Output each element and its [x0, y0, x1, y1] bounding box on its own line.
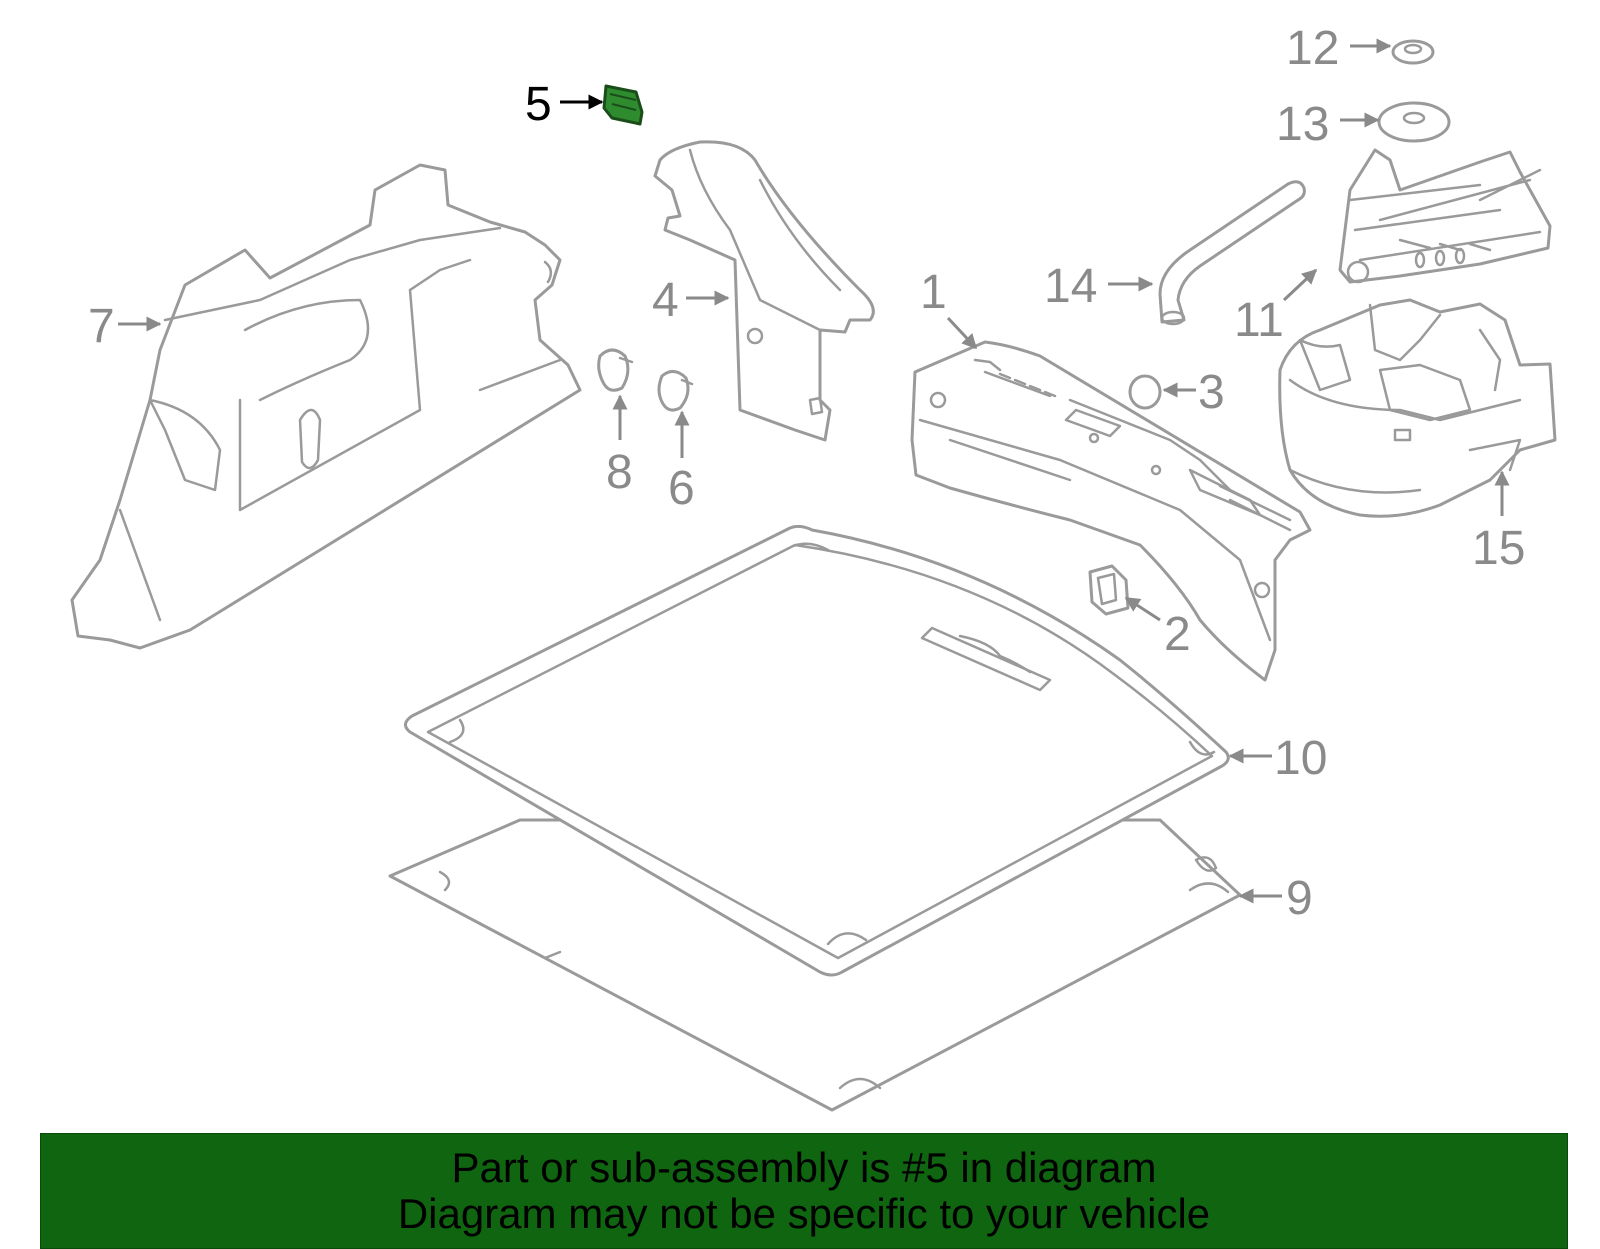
arrow-2 — [1124, 596, 1161, 622]
callout-1: 1 — [920, 266, 947, 319]
part-2-clip[interactable] — [1088, 564, 1130, 616]
part-15-tool-tray[interactable] — [1278, 298, 1557, 518]
callout-8: 8 — [606, 446, 633, 499]
banner-line-2: Diagram may not be specific to your vehi… — [397, 1190, 1211, 1237]
part-3-grommet[interactable] — [1128, 374, 1162, 410]
callout-15: 15 — [1472, 522, 1525, 575]
callout-14: 14 — [1044, 260, 1097, 313]
callout-9: 9 — [1286, 872, 1313, 925]
callout-2: 2 — [1164, 608, 1191, 661]
callout-12: 12 — [1286, 22, 1339, 75]
part-12-washer[interactable] — [1391, 39, 1435, 65]
part-6-clip[interactable] — [657, 370, 694, 412]
part-7-quarter-trim-panel[interactable] — [70, 163, 582, 650]
part-14-jack-handle[interactable] — [1158, 180, 1306, 326]
callout-arrows — [118, 38, 1510, 904]
callout-3: 3 — [1198, 366, 1225, 419]
part-4-side-trim[interactable] — [653, 140, 875, 442]
callout-6: 6 — [668, 462, 695, 515]
arrow-1 — [946, 316, 978, 350]
info-banner: Part or sub-assembly is #5 in diagram Di… — [40, 1133, 1568, 1249]
callout-4: 4 — [652, 274, 679, 327]
callout-13: 13 — [1276, 98, 1329, 151]
banner-line-1: Part or sub-assembly is #5 in diagram — [451, 1144, 1157, 1191]
callout-11: 11 — [1234, 294, 1284, 347]
part-10-floor-cover[interactable] — [404, 524, 1230, 977]
callout-5: 5 — [525, 78, 552, 131]
callout-10: 10 — [1274, 732, 1327, 785]
part-13-pad[interactable] — [1377, 101, 1451, 143]
part-11-jack[interactable] — [1338, 148, 1552, 284]
part-8-clip[interactable] — [597, 348, 634, 392]
part-5-clip-highlighted[interactable] — [602, 84, 644, 126]
callout-7: 7 — [88, 300, 115, 353]
arrow-11 — [1282, 268, 1318, 302]
callout-labels: 1 2 3 4 5 6 7 8 9 10 11 12 13 14 15 — [88, 22, 1525, 925]
part-1-rear-sill-panel[interactable] — [910, 340, 1312, 682]
